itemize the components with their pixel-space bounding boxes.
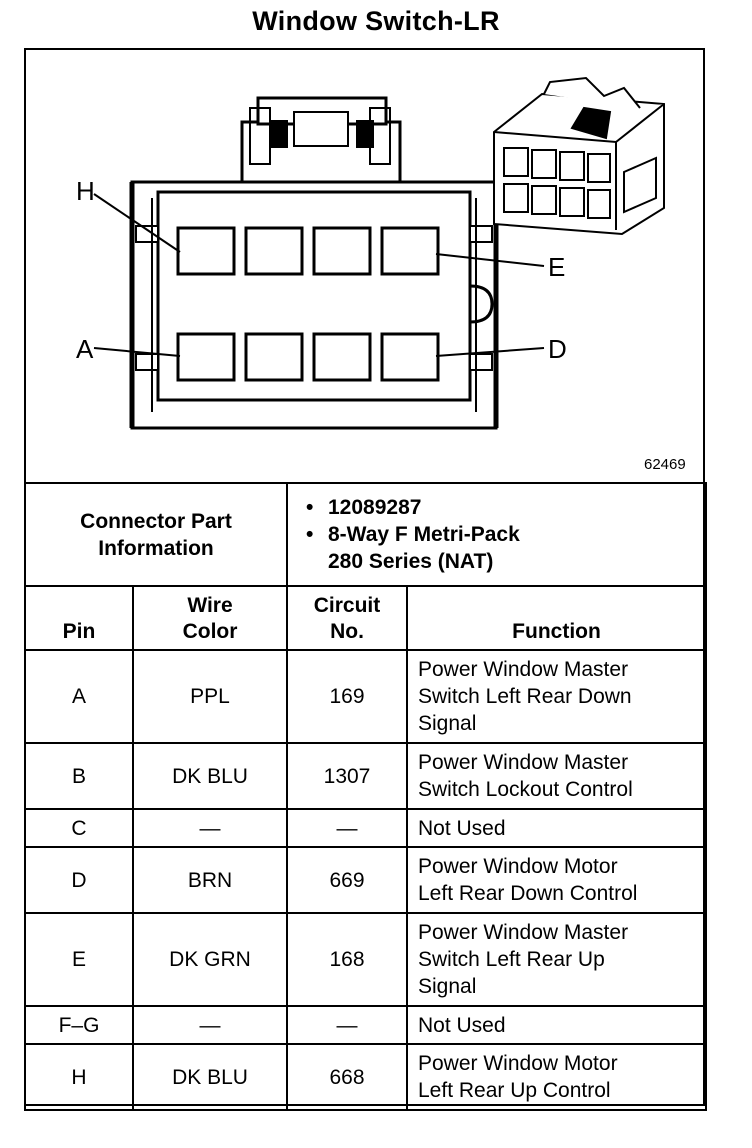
pin-label-a: A — [76, 334, 94, 364]
circuit-cell: 668 — [286, 1043, 408, 1111]
function-cell: Power Window Master Switch Left Rear Dow… — [406, 649, 707, 744]
connector-latch — [240, 96, 402, 184]
function-line: Power Window Motor — [418, 855, 618, 878]
wire-color-cell: — — [132, 1005, 288, 1045]
cavity-row-bottom — [176, 332, 440, 382]
header-function: Function — [406, 585, 707, 651]
circuit-cell: 168 — [286, 912, 408, 1007]
table-row: D BRN 669 Power Window Motor Left Rear D… — [24, 846, 707, 914]
connector-info-table: Connector Part Information 12089287 8-Wa… — [24, 482, 707, 587]
circuit-cell: 169 — [286, 649, 408, 744]
table-row: E DK GRN 168 Power Window Master Switch … — [24, 912, 707, 1007]
wire-color-cell: — — [132, 808, 288, 848]
part-number: 12089287 — [302, 494, 705, 521]
pin-table-header: Pin Wire Color Circuit No. Function — [24, 585, 707, 651]
function-line: Left Rear Up Control — [418, 1079, 611, 1102]
wire-color-cell: PPL — [132, 649, 288, 744]
function-line: Not Used — [418, 1013, 506, 1037]
circuit-cell: 669 — [286, 846, 408, 914]
function-line: Not Used — [418, 816, 506, 840]
function-line: Power Window Motor — [418, 1052, 618, 1075]
connector-description-line1: 8-Way F Metri-Pack — [328, 523, 520, 546]
pin-cell: C — [24, 808, 134, 848]
pin-label-h: H — [76, 176, 95, 206]
header-circuit-no: Circuit No. — [286, 585, 408, 651]
pin-cell: H — [24, 1043, 134, 1111]
connector-iso-view — [493, 76, 665, 236]
header-pin: Pin — [24, 585, 134, 651]
header-circuit-line1: Circuit — [313, 594, 381, 617]
wire-color-cell: BRN — [132, 846, 288, 914]
connector-diagram — [93, 76, 665, 430]
pin-cell: E — [24, 912, 134, 1007]
function-line: Power Window Master — [418, 751, 629, 774]
header-wire-line2: Color — [182, 620, 238, 643]
figure-number: 62469 — [644, 456, 686, 473]
pin-leader-lines — [93, 193, 545, 357]
function-line: Power Window Master — [418, 921, 629, 944]
wire-color-cell: DK GRN — [132, 912, 288, 1007]
header-wire-color: Wire Color — [132, 585, 288, 651]
connector-description: 8-Way F Metri-Pack 280 Series (NAT) — [302, 521, 705, 575]
function-line: Left Rear Down Control — [418, 882, 638, 905]
pin-label-d: D — [548, 334, 567, 364]
function-line: Power Window Master — [418, 658, 629, 681]
function-line: Switch Left Rear Up — [418, 948, 605, 971]
function-line: Switch Left Rear Down — [418, 685, 632, 708]
function-cell: Power Window Master Switch Left Rear Up … — [406, 912, 707, 1007]
circuit-cell: 1307 — [286, 742, 408, 810]
header-wire-line1: Wire — [187, 594, 233, 617]
function-line: Signal — [418, 975, 477, 998]
function-cell: Not Used — [406, 808, 707, 848]
table-row: C — — Not Used — [24, 808, 707, 848]
circuit-cell: — — [286, 808, 408, 848]
connector-info-label-line1: Connector Part — [80, 509, 232, 533]
wire-color-cell: DK BLU — [132, 742, 288, 810]
function-cell: Not Used — [406, 1005, 707, 1045]
connector-info-values: 12089287 8-Way F Metri-Pack 280 Series (… — [286, 482, 707, 587]
table-row: H DK BLU 668 Power Window Motor Left Rea… — [24, 1043, 707, 1111]
function-line: Signal — [418, 712, 477, 735]
pin-cell: D — [24, 846, 134, 914]
cavity-row-top — [176, 226, 440, 276]
pin-cell: F–G — [24, 1005, 134, 1045]
pin-label-e: E — [548, 252, 566, 282]
pin-cell: A — [24, 649, 134, 744]
function-line: Switch Lockout Control — [418, 778, 633, 801]
table-row: F–G — — Not Used — [24, 1005, 707, 1045]
table-row: A PPL 169 Power Window Master Switch Lef… — [24, 649, 707, 744]
wire-color-cell: DK BLU — [132, 1043, 288, 1111]
connector-info-label-line2: Information — [98, 536, 214, 560]
function-cell: Power Window Motor Left Rear Up Control — [406, 1043, 707, 1111]
page-title: Window Switch-LR — [252, 6, 500, 36]
function-cell: Power Window Master Switch Lockout Contr… — [406, 742, 707, 810]
table-row: B DK BLU 1307 Power Window Master Switch… — [24, 742, 707, 810]
circuit-cell: — — [286, 1005, 408, 1045]
function-cell: Power Window Motor Left Rear Down Contro… — [406, 846, 707, 914]
connector-housing — [129, 180, 499, 430]
pin-table: Pin Wire Color Circuit No. Function A PP… — [24, 585, 707, 1111]
connector-info-label: Connector Part Information — [24, 482, 288, 587]
pin-cell: B — [24, 742, 134, 810]
header-circuit-line2: No. — [330, 620, 364, 643]
connector-description-line2: 280 Series (NAT) — [328, 550, 494, 573]
